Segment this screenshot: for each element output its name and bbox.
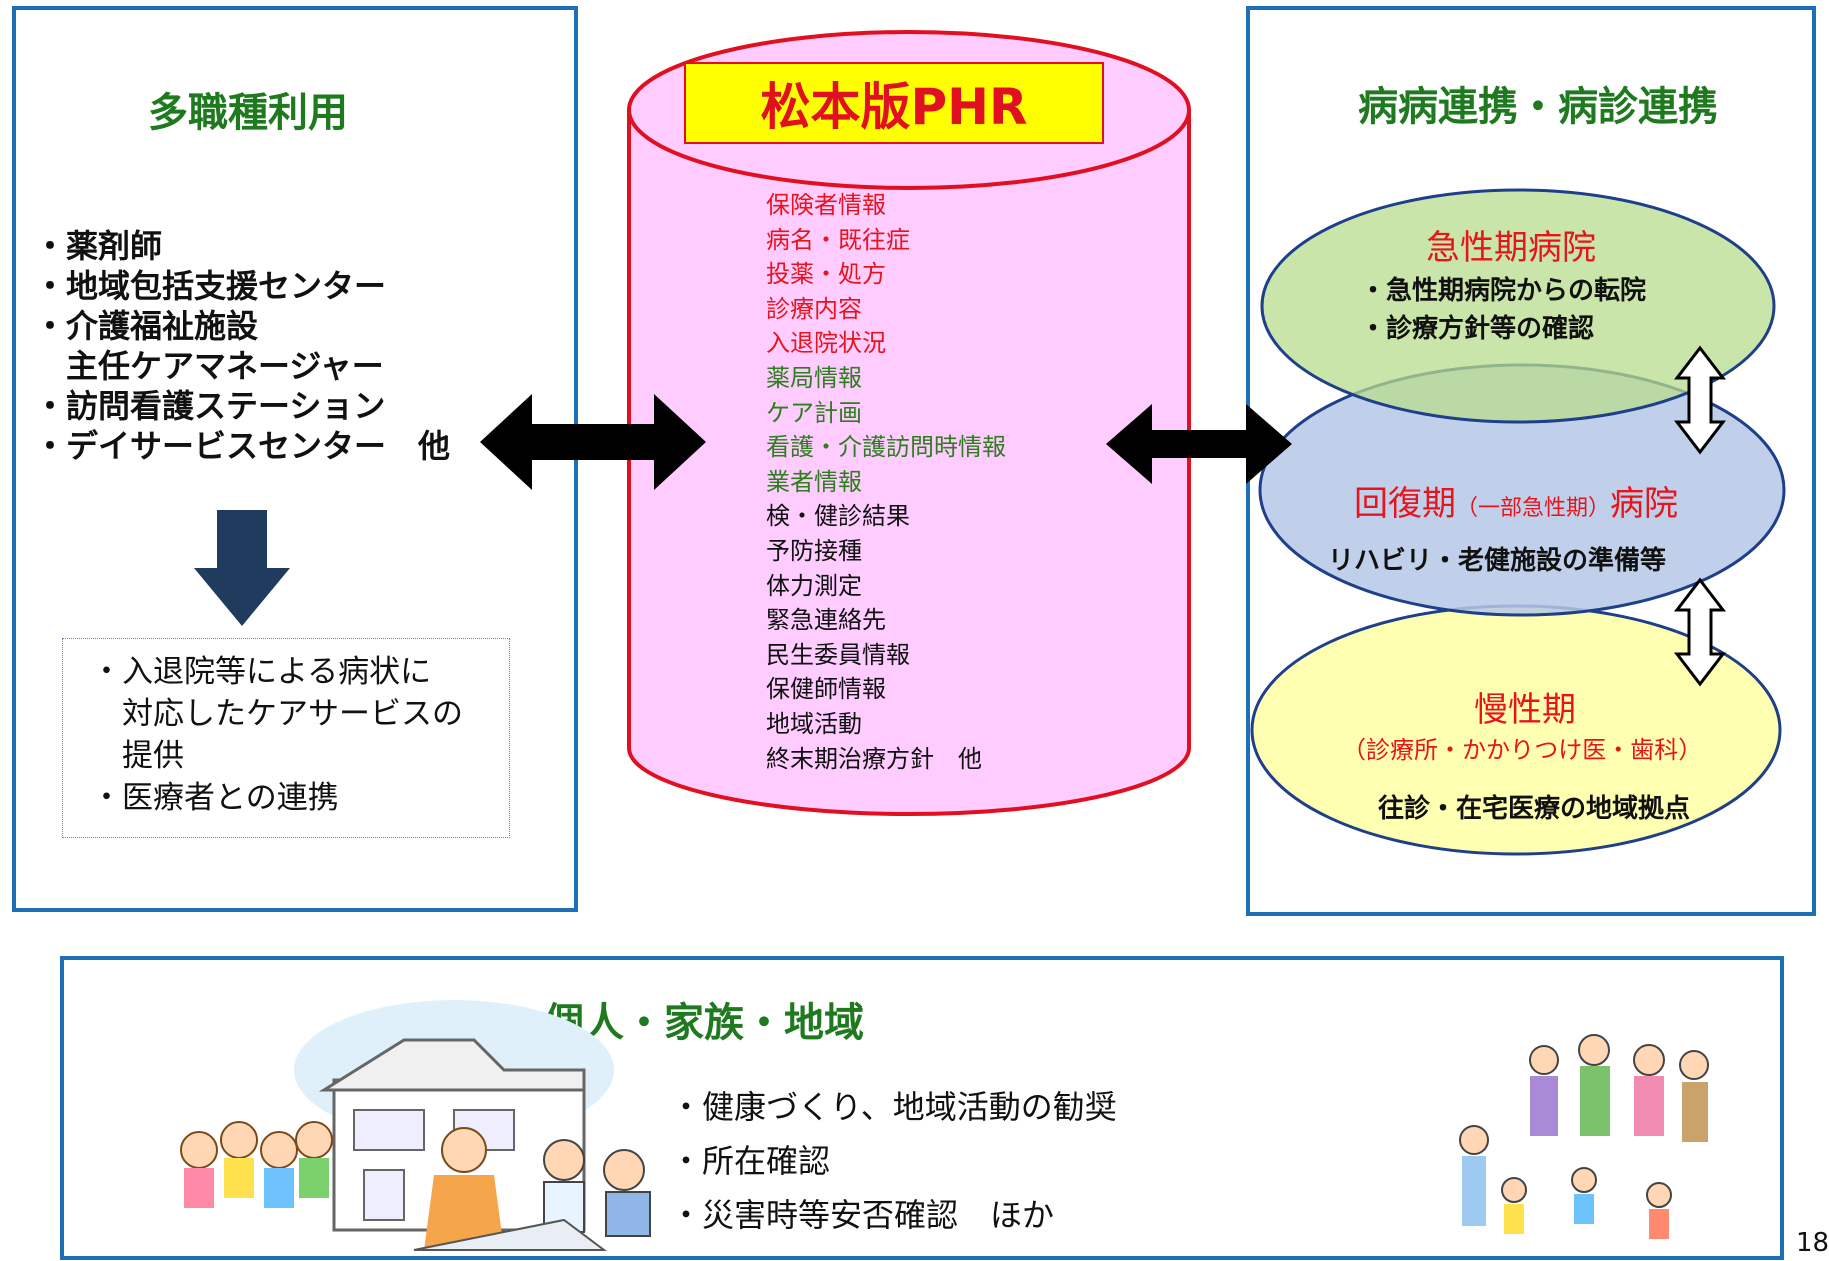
phr-item: 予防接種: [766, 536, 862, 565]
phr-title-label: 松本版PHR: [684, 62, 1104, 144]
phr-title: 松本版PHR: [760, 78, 1028, 136]
phr-item: 入退院状況: [766, 329, 886, 358]
phr-item: 薬局情報: [766, 363, 862, 392]
right-double-arrow-icon: [1106, 404, 1292, 484]
chronic-line: 往診・在宅医療の地域拠点: [1378, 794, 1691, 824]
down-arrow-icon: [194, 510, 290, 626]
phr-item: ケア計画: [766, 398, 862, 427]
list-item: ・薬剤師: [34, 227, 163, 265]
list-item: ・デイサービスセンター 他: [34, 427, 451, 465]
care-stage-ellipses: [1250, 188, 1786, 856]
left-double-arrow-icon: [480, 394, 706, 490]
home-care-illustration: [180, 1000, 651, 1251]
phr-item: 保険者情報: [766, 191, 886, 219]
phr-item: 看護・介護訪問時情報: [766, 433, 1006, 462]
phr-item: 投薬・処方: [766, 260, 886, 289]
phr-item: 民生委員情報: [766, 640, 910, 669]
bottom-item: ・健康づくり、地域活動の勧奨: [670, 1088, 1117, 1126]
list-item: ・介護福祉施設: [34, 307, 259, 345]
hospital-cooperation-title: 病病連携・病診連携: [1358, 84, 1718, 130]
multi-profession-title: 多職種利用: [148, 90, 348, 136]
family-group-illustration: [1459, 1034, 1709, 1239]
multi-profession-panel: 多職種利用 ・薬剤師 ・地域包括支援センター ・介護福祉施設 主任ケアマネージャ…: [12, 6, 578, 912]
acute-ellipse: [1260, 188, 1776, 424]
chronic-subtitle: （診療所・かかりつけ医・歯科）: [1342, 736, 1703, 764]
recovery-title-end: 病院: [1610, 484, 1679, 524]
phr-item: 体力測定: [766, 571, 862, 600]
phr-item: 終末期治療方針 他: [766, 744, 982, 773]
profession-list: ・薬剤師 ・地域包括支援センター ・介護福祉施設 主任ケアマネージャー ・訪問看…: [34, 226, 450, 466]
chronic-title: 慢性期: [1474, 690, 1576, 730]
acute-line: ・急性期病院からの転院: [1360, 276, 1647, 306]
phr-item: 検・健診結果: [766, 502, 910, 531]
care-note-box: ・入退院等による病状に 対応したケアサービスの 提供 ・医療者との連携: [62, 638, 510, 838]
individual-family-community-title: 個人・家族・地域: [544, 1000, 864, 1046]
individual-family-community-panel: 個人・家族・地域 ・健康づくり、地域活動の勧奨 ・所在確認 ・災害時等安否確認 …: [60, 956, 1784, 1260]
phr-item-list: 保険者情報病名・既往症投薬・処方診療内容入退院状況薬局情報ケア計画看護・介護訪問…: [766, 188, 1006, 776]
bottom-item: ・所在確認: [670, 1142, 831, 1180]
phr-item: 病名・既往症: [766, 225, 910, 254]
phr-item: 業者情報: [766, 467, 862, 496]
recovery-title-small: （一部急性期）: [1456, 496, 1611, 521]
recovery-title-main: 回復期: [1354, 484, 1456, 524]
recovery-line: リハビリ・老健施設の準備等: [1328, 546, 1667, 576]
note-line: 提供: [91, 738, 184, 774]
bottom-item: ・災害時等安否確認 ほか: [670, 1196, 1055, 1234]
note-line: ・医療者との連携: [91, 780, 339, 816]
phr-item: 診療内容: [766, 294, 862, 323]
page-number: 18: [1796, 1228, 1829, 1258]
acute-hospital-title: 急性期病院: [1426, 228, 1596, 268]
phr-item: 地域活動: [766, 709, 862, 738]
note-line: 対応したケアサービスの: [91, 696, 463, 732]
note-line: ・入退院等による病状に: [91, 654, 432, 690]
list-item: ・訪問看護ステーション: [34, 387, 386, 425]
double-arrow-icon: [1673, 577, 1727, 687]
acute-line: ・診療方針等の確認: [1360, 314, 1595, 344]
phr-item: 緊急連絡先: [766, 606, 886, 635]
list-item: 主任ケアマネージャー: [34, 347, 384, 385]
recovery-hospital-title: 回復期（一部急性期）病院: [1354, 476, 1678, 525]
list-item: ・地域包括支援センター: [34, 267, 387, 305]
double-arrow-icon: [1673, 345, 1727, 455]
phr-item: 保健師情報: [766, 675, 886, 704]
